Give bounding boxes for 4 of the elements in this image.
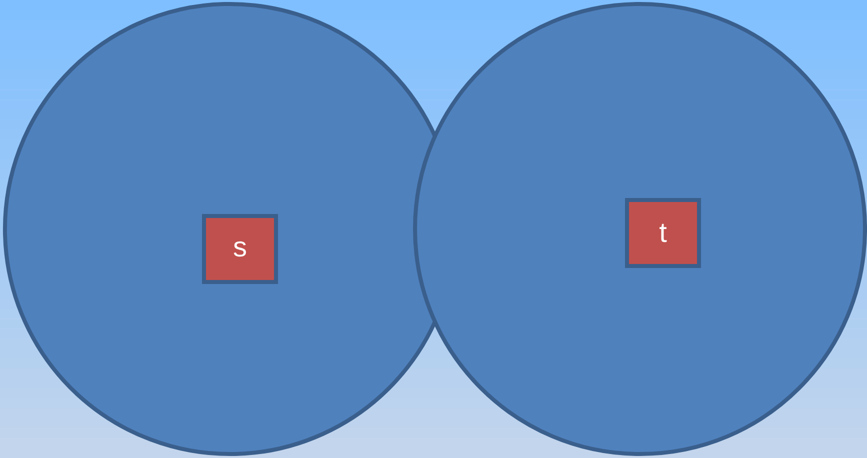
circle-shape (413, 2, 867, 456)
label-box: t (625, 198, 701, 268)
circle-shape (3, 2, 437, 456)
label-box: s (202, 214, 278, 284)
